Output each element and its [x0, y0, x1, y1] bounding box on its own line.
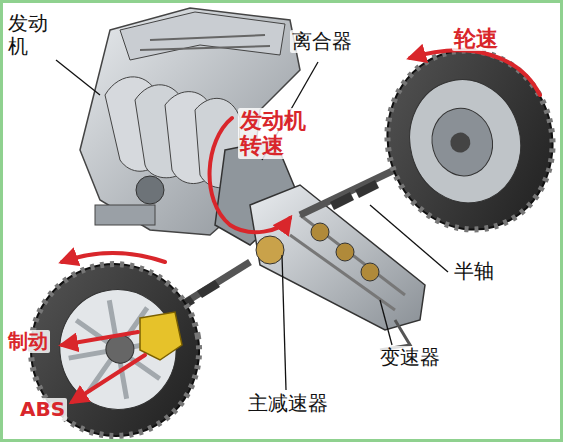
signal-arrows [62, 50, 540, 402]
part-label: 制动 [6, 330, 50, 353]
part-label: 变速器 [378, 346, 442, 369]
part-label: 轮速 [452, 26, 500, 51]
half-shafts [160, 165, 405, 318]
part-label: 发动机转速 [238, 108, 312, 159]
part-label: 发动机 [6, 12, 54, 58]
part-label: 主减速器 [246, 392, 330, 415]
part-label: ABS [18, 398, 67, 421]
part-label: 半轴 [452, 260, 496, 283]
leader-lines [56, 60, 448, 390]
part-label: 离合器 [290, 30, 354, 53]
right-wheel [368, 32, 563, 248]
brake-caliper [140, 312, 182, 360]
